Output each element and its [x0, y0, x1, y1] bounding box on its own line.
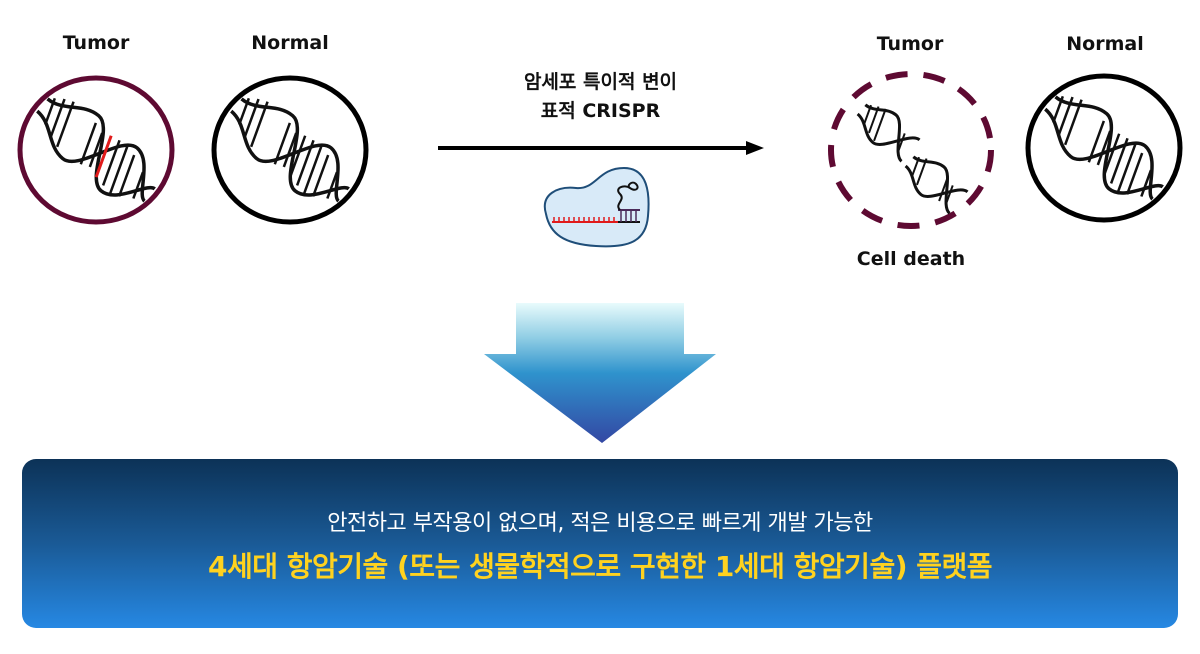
- banner-headline: 4세대 항암기술 (또는 생물학적으로 구현한 1세대 항암기술) 플랫폼: [207, 550, 993, 583]
- normal-cell-before: [210, 70, 376, 230]
- process-description: 암세포 특이적 변이 표적 CRISPR: [438, 68, 763, 126]
- crispr-cas-complex-icon: [536, 164, 656, 254]
- dna-mutated-icon: [36, 97, 156, 203]
- down-arrow-icon: [482, 303, 718, 449]
- tumor-cell-before: [16, 70, 182, 230]
- cell-death-label: Cell death: [856, 248, 966, 270]
- normal-cell-after: [1022, 70, 1188, 230]
- dna-icon: [230, 97, 350, 203]
- tumor-label-before: Tumor: [62, 32, 130, 54]
- broken-dna-icon: [856, 103, 969, 215]
- normal-label-after: Normal: [1066, 33, 1144, 55]
- normal-label-before: Normal: [251, 32, 329, 54]
- process-line-2: 표적 CRISPR: [540, 100, 661, 122]
- dna-icon: [1044, 95, 1164, 201]
- tumor-label-after: Tumor: [876, 33, 944, 55]
- process-line-1: 암세포 특이적 변이: [523, 71, 678, 93]
- summary-banner: 안전하고 부작용이 없으며, 적은 비용으로 빠르게 개발 가능한 4세대 항암…: [22, 459, 1178, 628]
- tumor-cell-after: [826, 70, 996, 234]
- banner-subtitle: 안전하고 부작용이 없으며, 적은 비용으로 빠르게 개발 가능한: [327, 511, 873, 536]
- right-arrow-icon: [436, 140, 766, 160]
- mutation-marker: [94, 135, 113, 178]
